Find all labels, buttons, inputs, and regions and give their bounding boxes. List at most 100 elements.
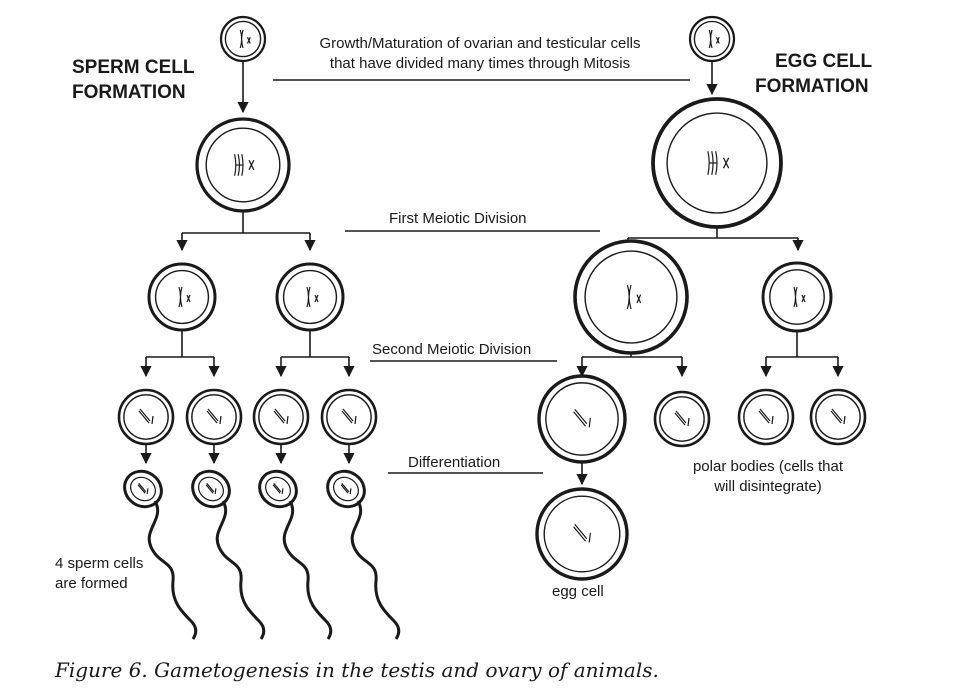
chromatid: [151, 415, 154, 425]
chromatid: [205, 484, 214, 494]
cell-nucleus: [545, 382, 619, 456]
chromosome: [186, 294, 191, 303]
chromosome: [793, 286, 798, 308]
chromatid: [831, 408, 843, 422]
cell-nucleus: [154, 269, 210, 325]
sperm-formation-title-line-2: FORMATION: [72, 82, 186, 103]
growth-label: Growth/Maturation of ovarian and testicu…: [285, 34, 675, 74]
cell-nucleus: [282, 269, 338, 325]
chromatid: [588, 417, 591, 428]
chromatid: [340, 484, 349, 494]
sperm-cell-3: [258, 469, 333, 640]
chromatid: [674, 412, 686, 426]
spermatid-1: [117, 388, 175, 446]
egg-formation-title-line-1: EGG CELL: [775, 51, 873, 72]
chromosome: [239, 29, 244, 49]
chromatid: [273, 410, 285, 424]
chromosome: [715, 36, 720, 44]
chromosome: [636, 294, 642, 304]
first-meiotic-division-label: First Meiotic Division: [389, 210, 527, 227]
cell-nucleus: [224, 20, 262, 58]
sperm-cells-label-line-1: 4 sperm cells: [55, 555, 144, 572]
polar-bodies-label: polar bodies (cells that will disintegra…: [668, 457, 868, 497]
polar-body-2: [737, 388, 795, 446]
chromosome: [246, 36, 251, 44]
differentiation-label: Differentiation: [408, 454, 501, 471]
chromatid: [342, 408, 354, 422]
chromatid: [771, 415, 774, 425]
chromatid: [759, 408, 771, 422]
sperm-cell-1: [123, 469, 198, 640]
chromatid: [273, 483, 282, 493]
chromosome: [801, 294, 806, 303]
chromatid: [281, 488, 284, 494]
secondary-spermatocyte-2: [275, 262, 345, 332]
chromatid: [588, 532, 591, 543]
chromatid: [139, 408, 151, 422]
sperm-cell-2: [191, 469, 266, 640]
egg-formation-title: EGG CELL FORMATION: [755, 49, 872, 99]
chromosome: [314, 294, 319, 303]
sperm-cells-label: 4 sperm cells are formed: [55, 554, 143, 594]
polar-bodies-label-line-1: polar bodies (cells that: [692, 458, 844, 475]
chromatid: [206, 483, 215, 493]
chromatid: [675, 410, 687, 424]
sperm-tail: [350, 500, 401, 640]
sperm-formation-title-line-1: SPERM CELL: [72, 57, 195, 78]
chromatid: [843, 415, 846, 425]
polar-body-3: [809, 388, 867, 446]
egg-cell-label: egg cell: [552, 583, 604, 600]
ootid: [537, 374, 627, 464]
cell-nucleus: [584, 250, 678, 344]
sperm-tail: [147, 500, 198, 640]
chromatid: [758, 410, 770, 424]
chromosome: [626, 284, 632, 310]
chromatid: [272, 484, 281, 494]
secondary-spermatocyte-1: [147, 262, 217, 332]
chromosome: [708, 29, 713, 49]
sperm-tail: [215, 500, 266, 640]
polar-bodies-label-line-2: will disintegrate): [714, 478, 822, 495]
chromatid: [574, 409, 588, 425]
spermatid-2: [185, 388, 243, 446]
first-polar-body: [761, 261, 833, 333]
precursor-testicular-cell: [219, 15, 267, 63]
chromatid: [137, 484, 146, 494]
spermatid-3: [252, 388, 310, 446]
sperm-formation-title: SPERM CELL FORMATION: [72, 55, 194, 105]
sperm-cell-4: [326, 469, 401, 640]
chromatid: [214, 488, 217, 494]
growth-label-line-1: Growth/Maturation of ovarian and testicu…: [319, 35, 641, 52]
figure-caption: Figure 6. Gametogenesis in the testis an…: [55, 658, 659, 682]
growth-label-line-2: that have divided many times through Mit…: [329, 55, 631, 72]
cell-nucleus: [693, 20, 731, 58]
chromosome: [178, 286, 183, 308]
chromatid: [206, 410, 218, 424]
chromatid: [146, 488, 149, 494]
chromatid: [687, 417, 690, 427]
chromatid: [138, 483, 147, 493]
spermatid-4: [320, 388, 378, 446]
chromosome: [248, 159, 255, 171]
primary-oocyte: [651, 97, 783, 229]
precursor-ovarian-cell: [688, 15, 736, 63]
mature-egg-cell: [535, 487, 629, 581]
sperm-tail: [282, 500, 333, 640]
primary-spermatocyte: [195, 117, 291, 213]
chromosome: [306, 286, 311, 308]
chromatid: [219, 415, 222, 425]
cell-nucleus: [769, 269, 825, 325]
polar-body-1: [653, 390, 711, 448]
chromatid: [354, 415, 357, 425]
second-meiotic-division-label: Second Meiotic Division: [372, 341, 532, 358]
chromatid: [274, 408, 286, 422]
chromatid: [286, 415, 289, 425]
chromatid: [573, 526, 587, 542]
chromatid: [207, 408, 219, 422]
egg-formation-title-line-2: FORMATION: [755, 76, 869, 97]
chromatid: [138, 410, 150, 424]
chromatid: [830, 410, 842, 424]
chromatid: [574, 524, 588, 540]
